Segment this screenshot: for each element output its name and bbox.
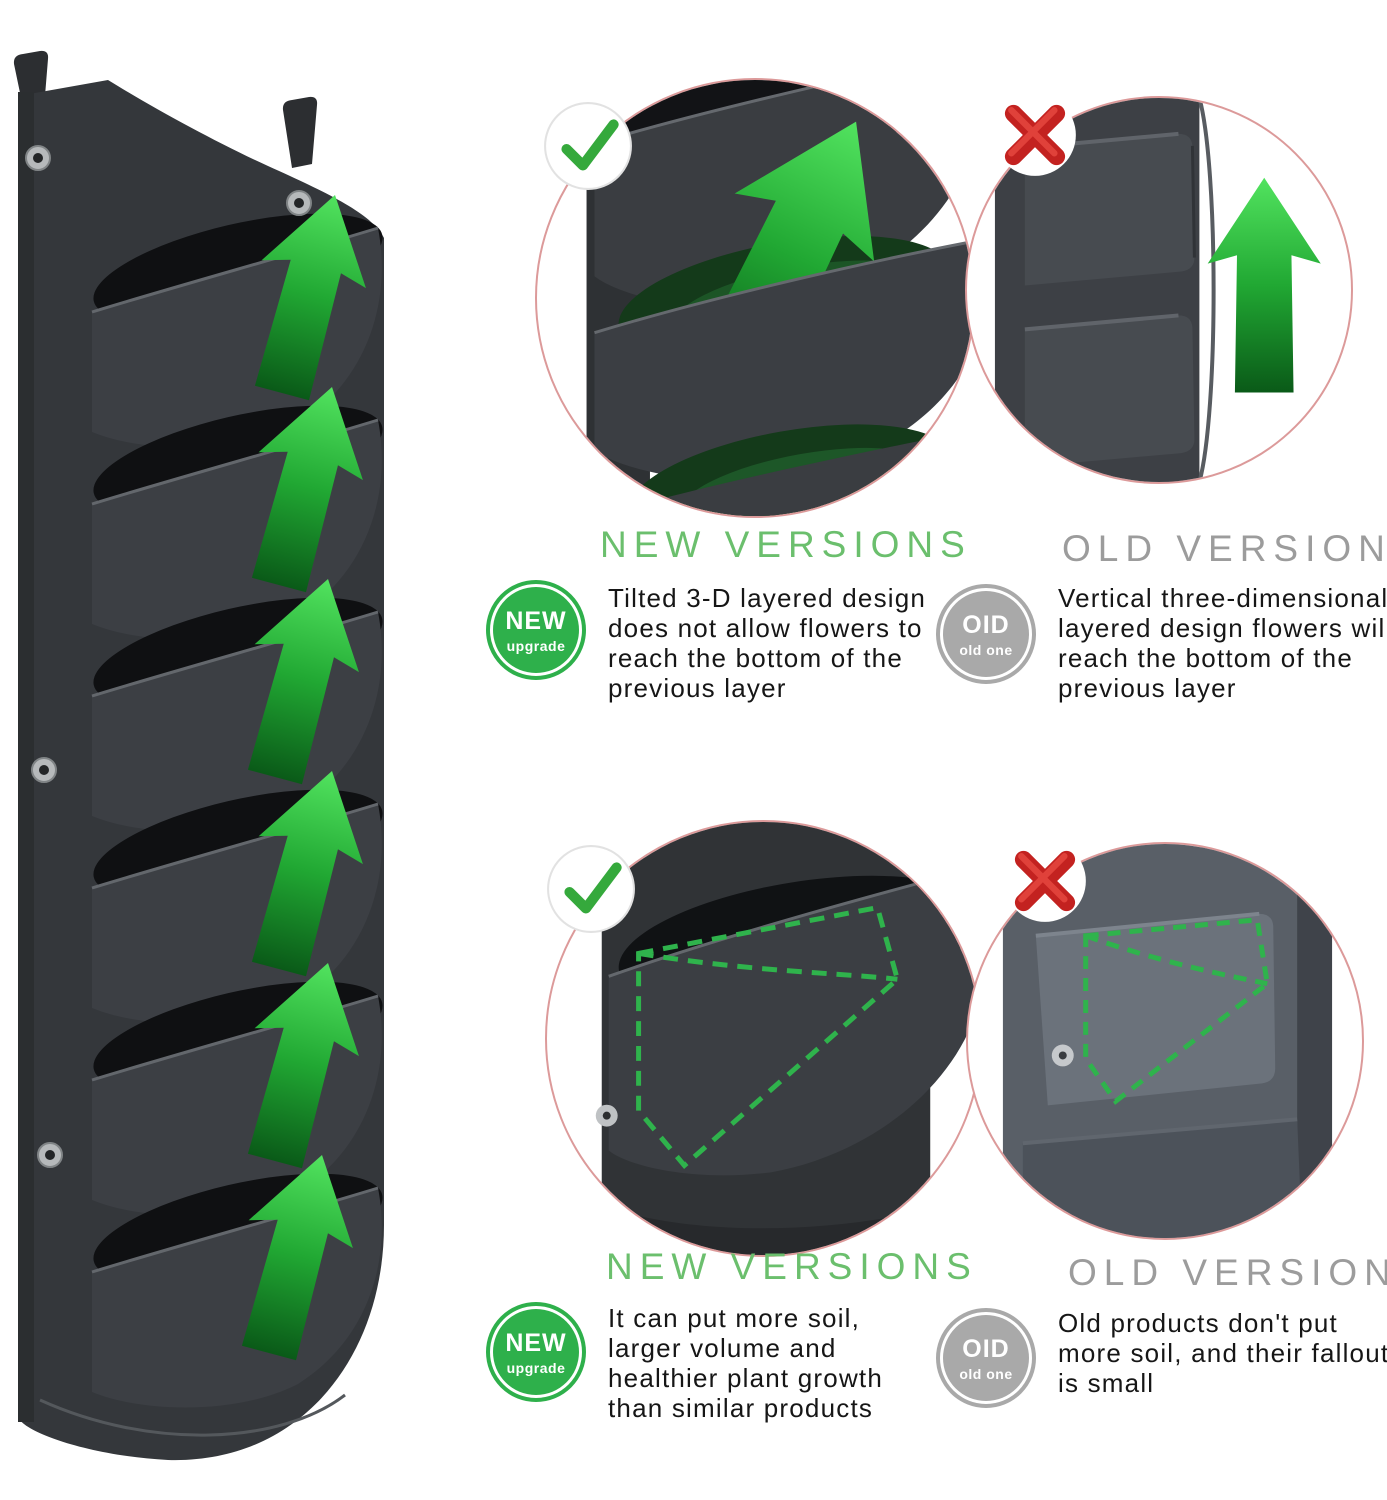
cross-icon xyxy=(1002,838,1088,924)
check-icon xyxy=(545,843,637,935)
new-version-top-photo xyxy=(535,78,975,518)
old-version-heading-1: OLD VERSION xyxy=(1062,528,1387,569)
new-versions-heading-1: NEW VERSIONS xyxy=(600,524,972,565)
badge-label: OID xyxy=(962,1334,1010,1363)
new-version-bottom-photo xyxy=(545,820,982,1257)
old-version-description-1: Vertical three-dimensional layered desig… xyxy=(1058,583,1387,703)
new-upgrade-badge-2: NEW upgrade xyxy=(486,1302,586,1402)
planter-left-edge xyxy=(18,92,34,1422)
old-one-badge-1: OID old one xyxy=(936,584,1036,684)
grommets xyxy=(25,145,312,1168)
hanging-planter-image xyxy=(13,50,388,1461)
badge-label: OID xyxy=(962,610,1010,639)
soil-volume-outline xyxy=(1083,917,1270,1105)
new-upgrade-badge-1: NEW upgrade xyxy=(486,580,586,680)
new-versions-heading-2: NEW VERSIONS xyxy=(606,1246,978,1287)
badge-sublabel: old one xyxy=(959,1365,1013,1382)
hanging-loop xyxy=(282,96,318,168)
badge-sublabel: upgrade xyxy=(506,1359,566,1376)
old-version-heading-2: OLD VERSION xyxy=(1068,1252,1387,1293)
soil-volume-outline xyxy=(636,904,901,1169)
zoom-old-pockets xyxy=(994,98,1321,482)
badge-label: NEW xyxy=(505,606,567,635)
badge-sublabel: old one xyxy=(959,641,1013,658)
cross-icon xyxy=(992,92,1078,178)
badge-sublabel: upgrade xyxy=(506,637,566,654)
badge-label: NEW xyxy=(505,1328,567,1357)
zoom-old-soil xyxy=(1002,844,1333,1238)
new-version-description-2: It can put more soil, larger volume and … xyxy=(608,1303,883,1423)
old-version-description-2: Old products don't put more soil, and th… xyxy=(1058,1308,1387,1398)
old-one-badge-2: OID old one xyxy=(936,1308,1036,1408)
check-icon xyxy=(542,100,634,192)
new-version-description-1: Tilted 3-D layered design does not allow… xyxy=(608,583,927,703)
